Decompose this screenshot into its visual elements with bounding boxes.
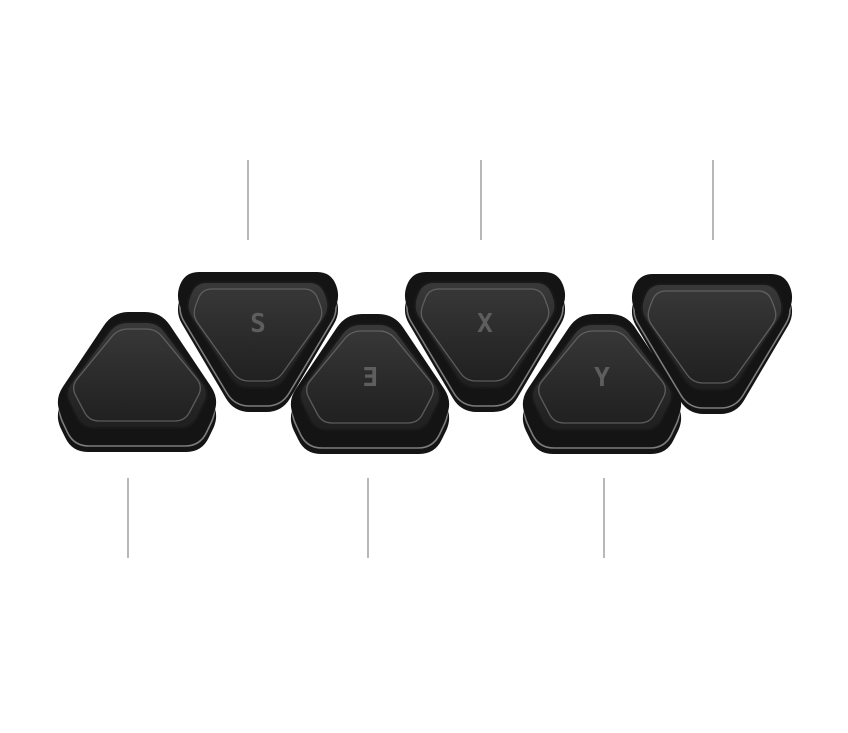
plate-letter: X [477, 309, 493, 339]
plate-bevel [538, 330, 666, 424]
plate-bevel [420, 288, 550, 382]
plate-bevel [306, 330, 434, 424]
trim-plate-2: S [177, 272, 339, 412]
plate-face [413, 281, 557, 389]
plate-face [640, 283, 784, 391]
trim-plate-4: X [404, 272, 566, 412]
plate-letter: Y [594, 363, 610, 393]
plate-face [186, 281, 330, 389]
plate-letter: S [250, 309, 266, 339]
plate-bevel [73, 328, 201, 422]
trim-plate-3: Ǝ [290, 314, 450, 454]
plate-bevel [193, 288, 323, 382]
trim-plates: S X Ǝ Y [57, 272, 793, 454]
plate-letter: Ǝ [362, 363, 378, 393]
plate-bevel [647, 290, 777, 384]
trim-plate-1 [57, 312, 217, 452]
plate-face [66, 321, 208, 429]
trim-plate-6 [631, 274, 793, 414]
leader-lines [127, 160, 714, 558]
trim-plate-5: Y [522, 314, 682, 454]
